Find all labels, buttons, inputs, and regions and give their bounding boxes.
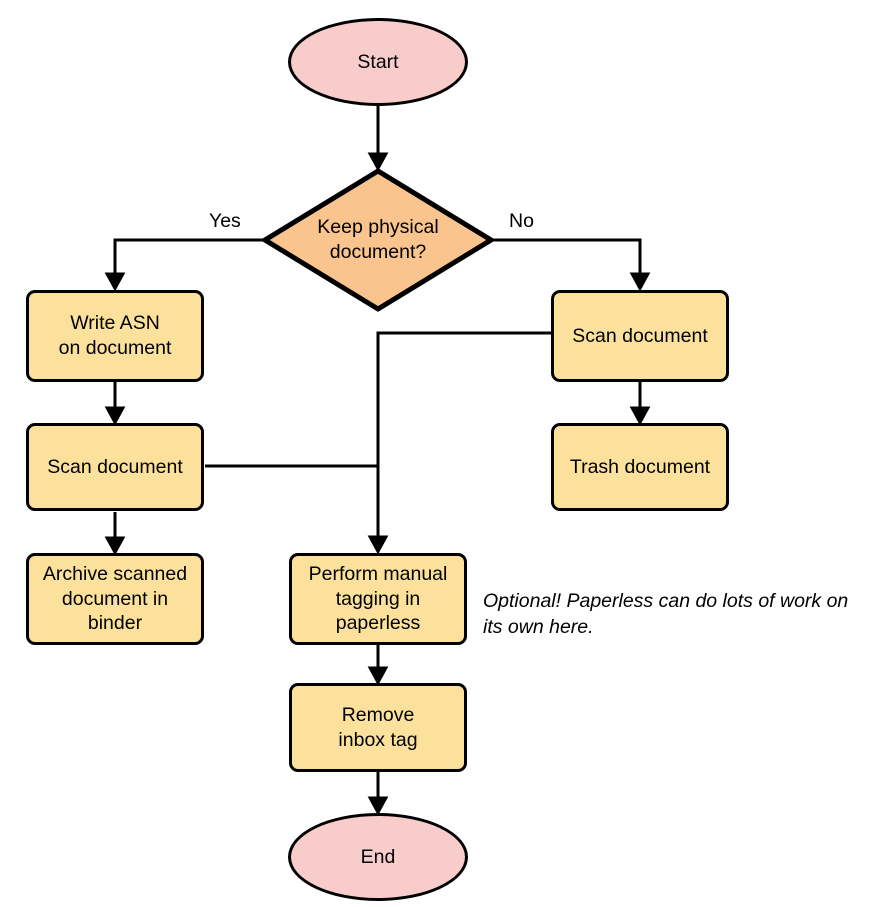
edge-decision-yes-to-write-asn xyxy=(104,238,265,292)
node-manual-tagging-label: Perform manual tagging in paperless xyxy=(308,562,448,635)
annotation-optional-note: Optional! Paperless can do lots of work … xyxy=(483,590,849,638)
node-remove-inbox-label: Remove inbox tag xyxy=(338,703,418,751)
edge-scan-right-to-manual-tagging xyxy=(367,331,551,555)
node-end[interactable]: End xyxy=(288,813,468,901)
node-start-label: Start xyxy=(357,50,399,73)
node-write-asn-on-document[interactable]: Write ASN on document xyxy=(26,290,204,382)
node-trash-document-label: Trash document xyxy=(569,455,711,478)
diamond-shape xyxy=(262,168,494,312)
edge-label-yes: Yes xyxy=(209,210,241,232)
node-scan-document-right[interactable]: Scan document xyxy=(551,290,729,382)
node-archive-scanned-document[interactable]: Archive scanned document in binder xyxy=(26,553,204,645)
node-end-label: End xyxy=(360,845,396,868)
node-start[interactable]: Start xyxy=(288,18,468,106)
node-scan-document-right-label: Scan document xyxy=(572,324,708,347)
edge-decision-no-to-scan-right xyxy=(491,238,651,292)
node-write-asn-label: Write ASN on document xyxy=(58,312,172,359)
node-decision-keep-physical-document[interactable]: Keep physical document? xyxy=(262,168,494,312)
node-decision-label: Keep physical document? xyxy=(317,216,439,263)
node-archive-label: Archive scanned document in binder xyxy=(42,562,188,635)
node-trash-document[interactable]: Trash document xyxy=(551,423,729,511)
node-scan-document-left[interactable]: Scan document xyxy=(26,423,204,511)
edge-label-no: No xyxy=(509,210,534,232)
node-perform-manual-tagging[interactable]: Perform manual tagging in paperless xyxy=(289,553,467,645)
node-scan-document-left-label: Scan document xyxy=(47,455,183,478)
node-remove-inbox-tag[interactable]: Remove inbox tag xyxy=(289,683,467,772)
